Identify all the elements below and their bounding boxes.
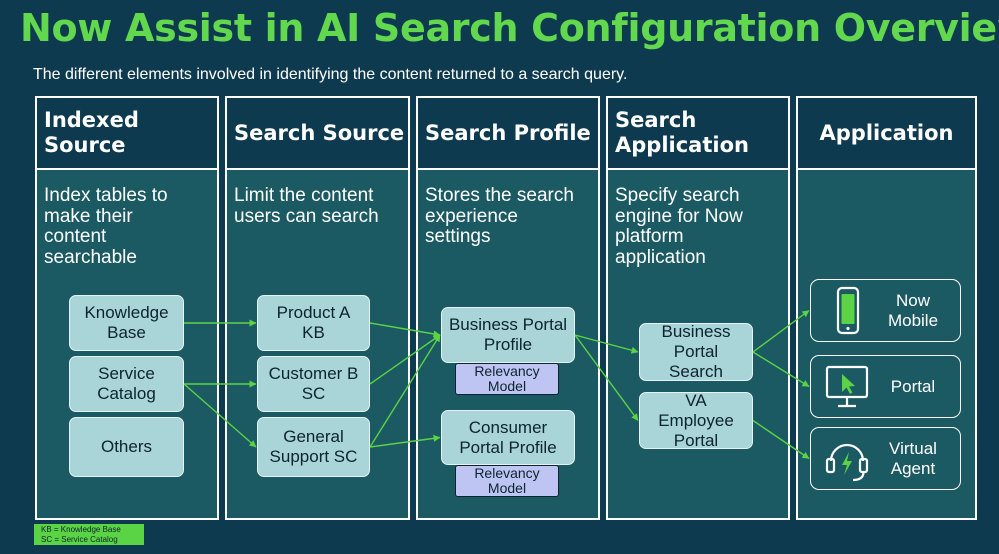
column-header: Application (798, 98, 975, 170)
node-service-catalog: Service Catalog (69, 356, 184, 412)
node-knowledge-base: Knowledge Base (69, 295, 184, 351)
column-header: Search Profile (418, 98, 598, 170)
app-portal: Portal (810, 355, 961, 418)
app-label: Now Mobile (887, 290, 939, 330)
node-customer-b-sc: Customer B SC (257, 356, 370, 412)
headset-icon (825, 443, 869, 482)
node-va-employee-portal: VA Employee Portal (639, 391, 753, 450)
arrow-sc-to-gssc (183, 383, 257, 448)
page-subtitle: The different elements involved in ident… (33, 66, 628, 83)
arrow-gssc-to-cpp (369, 434, 441, 448)
node-business-portal-profile: Business Portal Profile (441, 307, 575, 363)
mobile-phone-icon (836, 286, 860, 335)
column-search-application: Search Application Specify search engine… (606, 96, 790, 520)
arrow-bps-to-mobile (752, 309, 810, 353)
app-label: Portal (890, 376, 936, 396)
column-application: Application (796, 96, 977, 520)
app-virtual-agent: Virtual Agent (810, 427, 961, 490)
column-description: Index tables to make their content searc… (44, 185, 168, 268)
arrow-vaep-to-va (752, 419, 810, 460)
monitor-cursor-icon (825, 365, 869, 408)
arrow-pakb-to-bpp (369, 322, 441, 338)
node-product-a-kb: Product A KB (257, 295, 370, 351)
arrow-gssc-to-bpp (369, 334, 441, 448)
abbreviation-legend: KB = Knowledge Base SC = Service Catalog (34, 524, 144, 545)
node-consumer-portal-profile: Consumer Portal Profile (441, 410, 575, 465)
column-header: Search Source (227, 98, 408, 170)
arrow-cbsc-to-bpp (369, 334, 441, 385)
column-search-source: Search Source Limit the content users ca… (225, 96, 410, 520)
arrow-bpp-to-vaep (574, 334, 639, 421)
node-general-support-sc: General Support SC (257, 417, 370, 477)
arrow-bps-to-portal (752, 351, 810, 388)
node-others: Others (69, 417, 184, 477)
column-header: Search Application (608, 98, 788, 170)
node-business-portal-search: Business Portal Search (639, 322, 753, 381)
relevancy-model-badge: Relevancy Model (455, 465, 559, 497)
column-header: Indexed Source (37, 98, 217, 170)
relevancy-model-badge: Relevancy Model (455, 363, 559, 395)
column-description: Limit the content users can search (234, 185, 379, 227)
arrow-bpp-to-bps (574, 334, 639, 354)
app-label: Virtual Agent (889, 438, 937, 478)
app-now-mobile: Now Mobile (810, 279, 961, 342)
column-description: Stores the search experience settings (425, 185, 574, 247)
page-title: Now Assist in AI Search Configuration Ov… (20, 6, 999, 50)
column-description: Specify search engine for Now platform a… (615, 185, 743, 268)
